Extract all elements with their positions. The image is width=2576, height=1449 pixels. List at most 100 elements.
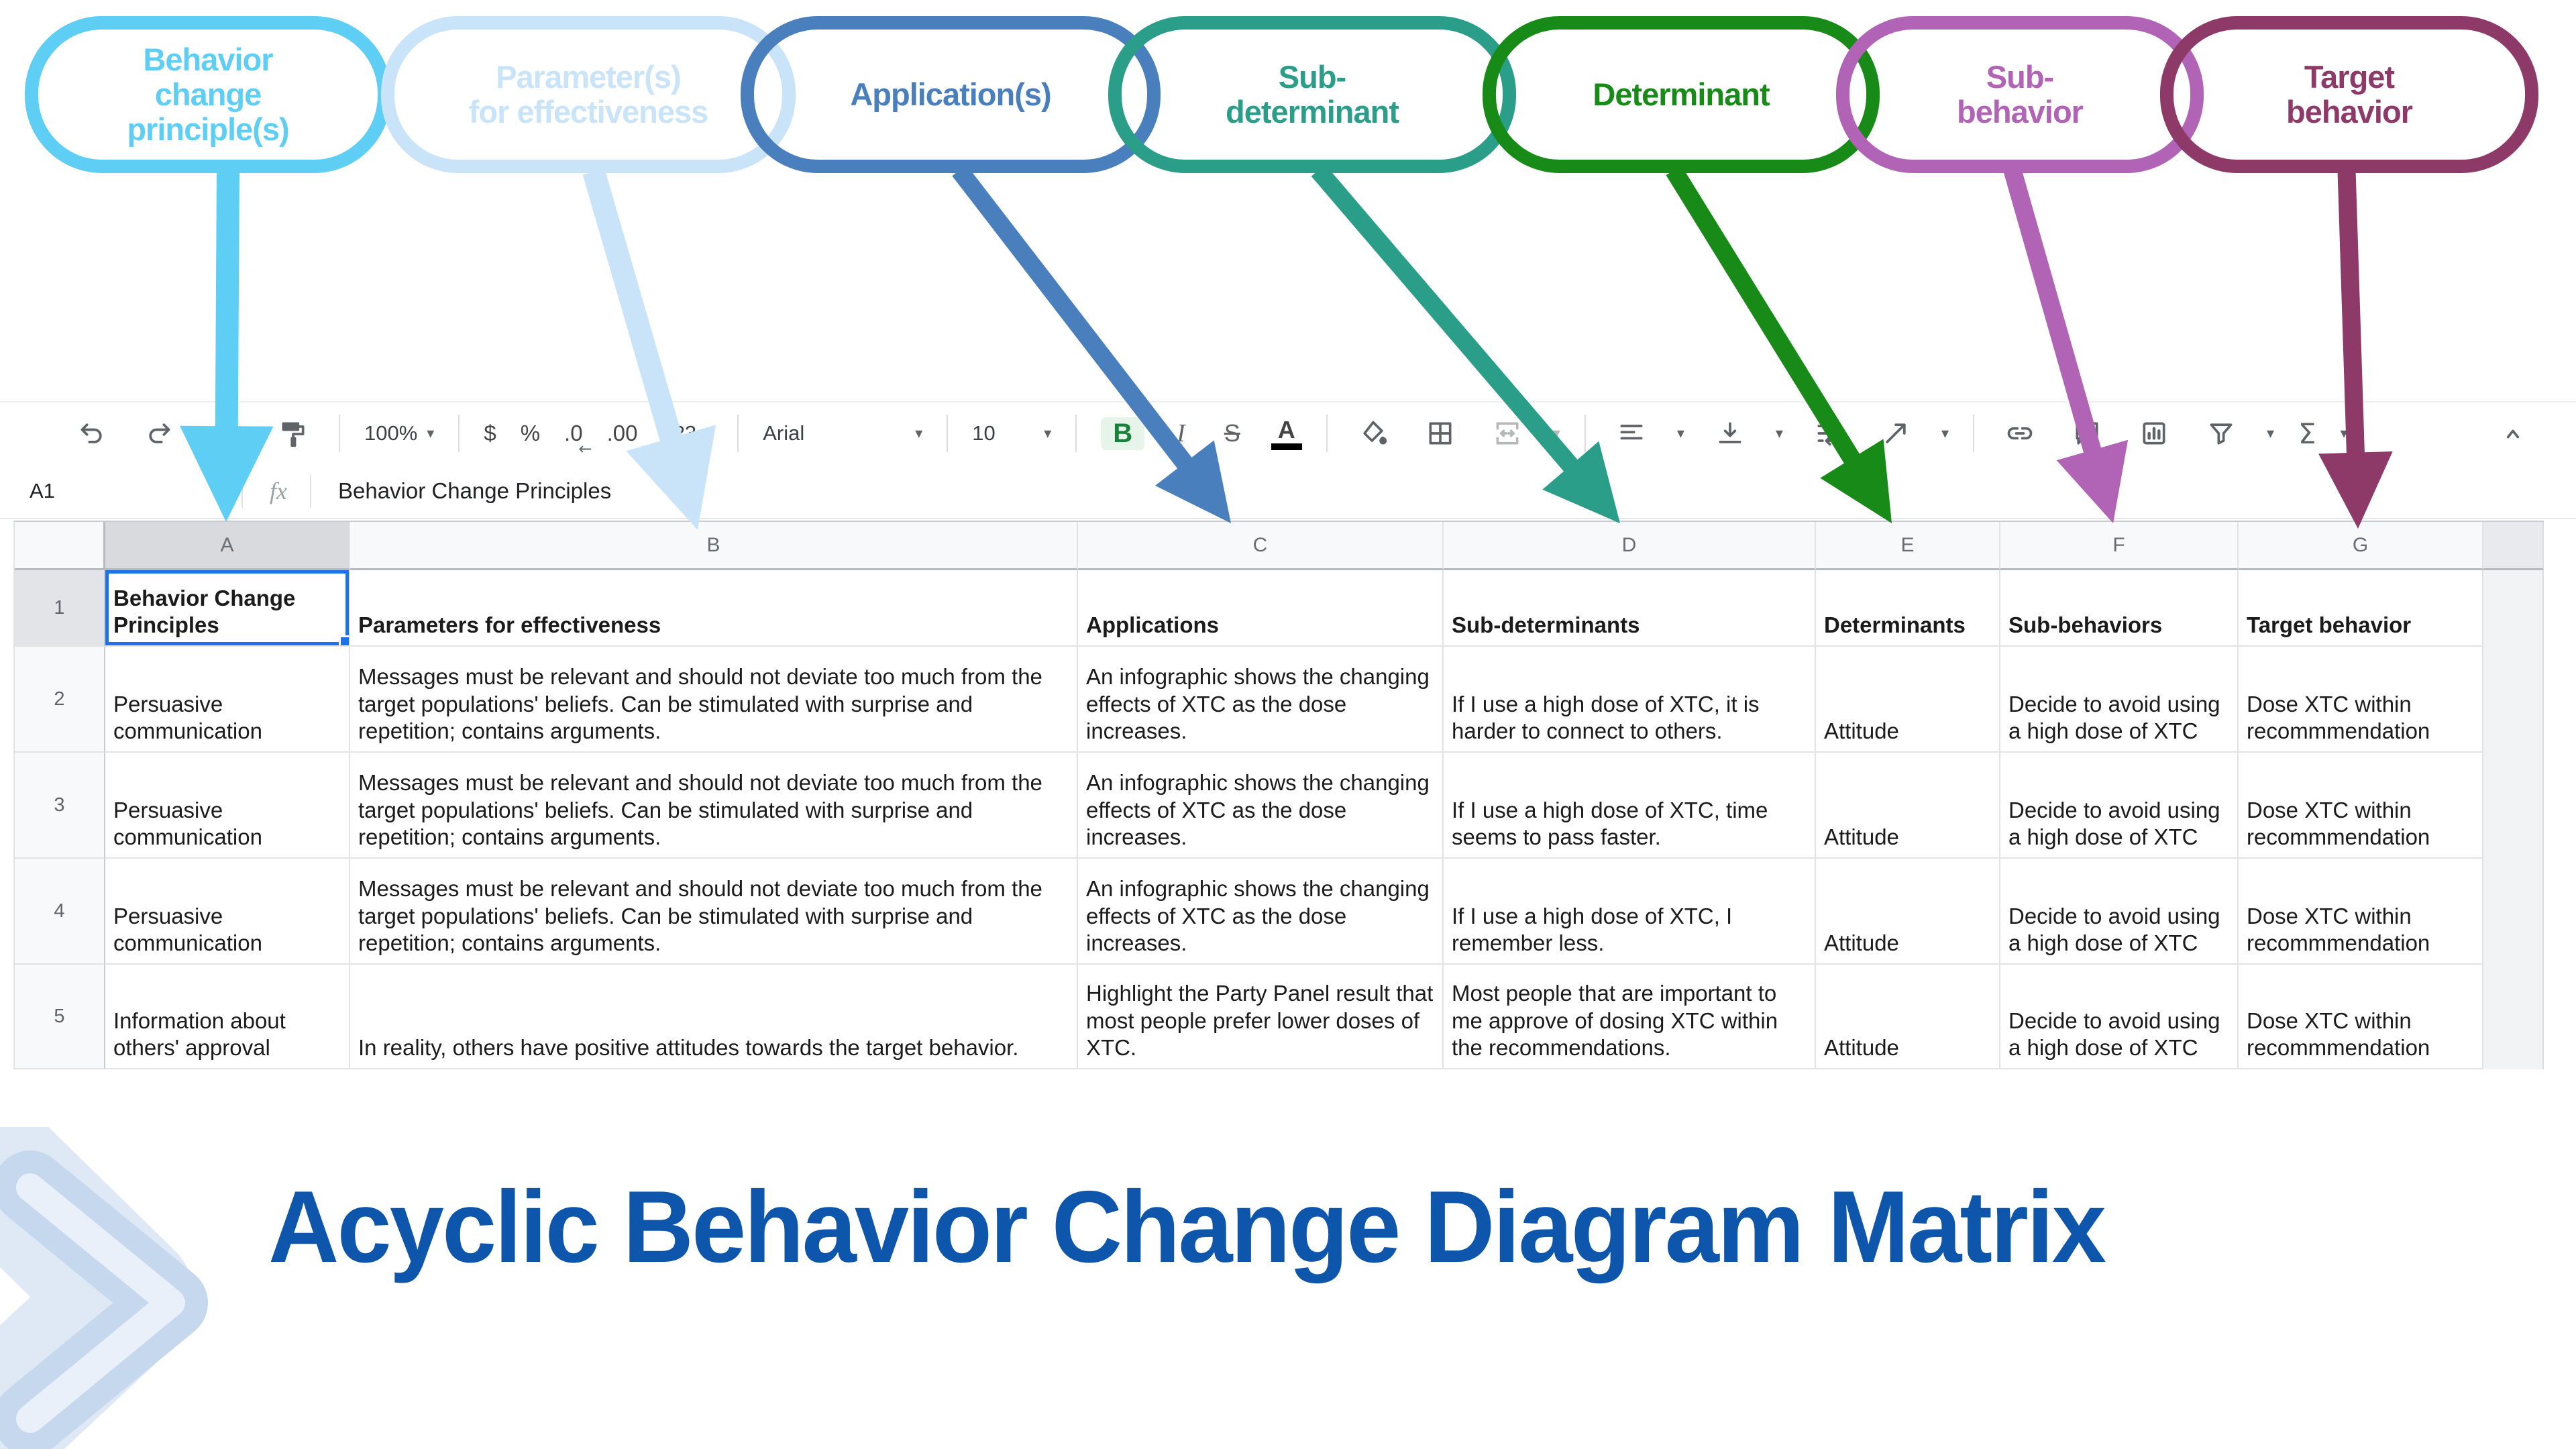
column-header-F[interactable]: F bbox=[2000, 522, 2239, 570]
collapse-toolbar-icon[interactable] bbox=[2491, 412, 2534, 455]
cell-C2[interactable]: An infographic shows the changing effect… bbox=[1078, 647, 1444, 753]
cell-F2[interactable]: Decide to avoid using a high dose of XTC bbox=[2000, 647, 2239, 753]
cell-D2[interactable]: If I use a high dose of XTC, it is harde… bbox=[1444, 647, 1816, 753]
italic-button[interactable]: I bbox=[1177, 419, 1185, 447]
cell-E5[interactable]: Attitude bbox=[1816, 965, 2000, 1069]
text-rotation-icon[interactable] bbox=[1874, 412, 1917, 455]
column-header-D[interactable]: D bbox=[1444, 522, 1816, 570]
undo-icon[interactable] bbox=[70, 412, 113, 455]
horizontal-align-icon[interactable] bbox=[1610, 412, 1653, 455]
increase-decimals-button[interactable]: .00→ bbox=[606, 421, 647, 458]
cell-text: Attitude bbox=[1824, 930, 1899, 955]
cell-E1[interactable]: Determinants bbox=[1816, 570, 2000, 647]
merge-cells-icon[interactable] bbox=[1486, 412, 1529, 455]
cell-F3[interactable]: Decide to avoid using a high dose of XTC bbox=[2000, 753, 2239, 859]
cell-G5[interactable]: Dose XTC within recommmendation bbox=[2239, 965, 2483, 1069]
column-header-C[interactable]: C bbox=[1078, 522, 1444, 570]
cell-B4[interactable]: Messages must be relevant and should not… bbox=[350, 859, 1078, 965]
cell-E2[interactable]: Attitude bbox=[1816, 647, 2000, 753]
chevron-down-icon[interactable]: ▾ bbox=[1552, 425, 1560, 442]
row-header-1[interactable]: 1 bbox=[15, 570, 105, 647]
select-all-corner[interactable] bbox=[15, 522, 105, 570]
cell-text: Behavior Change Principles bbox=[113, 585, 296, 637]
cell-D5[interactable]: Most people that are important to me app… bbox=[1444, 965, 1816, 1069]
cell-C4[interactable]: An infographic shows the changing effect… bbox=[1078, 859, 1444, 965]
format-currency-button[interactable]: $ bbox=[484, 421, 496, 445]
borders-icon[interactable] bbox=[1419, 412, 1462, 455]
paint-format-icon[interactable] bbox=[272, 412, 315, 455]
row-header-2[interactable]: 2 bbox=[15, 647, 105, 753]
cell-G2[interactable]: Dose XTC within recommmendation bbox=[2239, 647, 2483, 753]
cell-F1[interactable]: Sub-behaviors bbox=[2000, 570, 2239, 647]
chevron-down-icon: ▾ bbox=[706, 425, 714, 442]
bold-button[interactable]: B bbox=[1101, 417, 1145, 450]
create-filter-icon[interactable] bbox=[2200, 412, 2243, 455]
insert-comment-icon[interactable] bbox=[2065, 412, 2108, 455]
cell-D3[interactable]: If I use a high dose of XTC, time seems … bbox=[1444, 753, 1816, 859]
text-color-button[interactable]: A bbox=[1271, 417, 1302, 450]
cell-D1[interactable]: Sub-determinants bbox=[1444, 570, 1816, 647]
row-header-4[interactable]: 4 bbox=[15, 859, 105, 965]
cell-G4[interactable]: Dose XTC within recommmendation bbox=[2239, 859, 2483, 965]
formula-input[interactable]: Behavior Change Principles bbox=[337, 478, 612, 503]
cell-B1[interactable]: Parameters for effectiveness bbox=[350, 570, 1078, 647]
more-formats-button[interactable]: 123▾ bbox=[661, 421, 714, 445]
page-title: Acyclic Behavior Change Diagram Matrix bbox=[268, 1170, 2106, 1284]
column-header-E[interactable]: E bbox=[1816, 522, 2000, 570]
cell-G3[interactable]: Dose XTC within recommmendation bbox=[2239, 753, 2483, 859]
functions-button[interactable]: Σ bbox=[2298, 417, 2316, 450]
font-size-select[interactable]: 10▾ bbox=[972, 421, 1052, 445]
formula-bar: A1 ▾ fx Behavior Change Principles bbox=[0, 464, 2576, 519]
cell-A4[interactable]: Persuasive communication bbox=[105, 859, 350, 965]
cell-A5[interactable]: Information about others' approval bbox=[105, 965, 350, 1069]
row-header-3[interactable]: 3 bbox=[15, 753, 105, 859]
column-header-B[interactable]: B bbox=[350, 522, 1078, 570]
arrow-right-icon: → bbox=[633, 439, 647, 458]
pill-sub-determinant: Sub- determinant bbox=[1108, 16, 1516, 173]
cell-E4[interactable]: Attitude bbox=[1816, 859, 2000, 965]
chevron-down-icon: ▾ bbox=[2266, 425, 2275, 442]
cell-C3[interactable]: An infographic shows the changing effect… bbox=[1078, 753, 1444, 859]
vertical-align-icon[interactable] bbox=[1709, 412, 1752, 455]
cell-A1[interactable]: Behavior Change Principles bbox=[105, 570, 350, 647]
insert-link-icon[interactable] bbox=[1998, 412, 2041, 455]
cell-text: Sub-behaviors bbox=[2008, 612, 2163, 637]
zoom-select[interactable]: 100%▾ bbox=[364, 421, 435, 445]
cell-A2[interactable]: Persuasive communication bbox=[105, 647, 350, 753]
format-percent-button[interactable]: % bbox=[520, 421, 541, 445]
cell-text: Attitude bbox=[1824, 1034, 1899, 1060]
text-wrap-icon[interactable] bbox=[1807, 412, 1850, 455]
fx-icon: fx bbox=[270, 478, 287, 504]
strikethrough-button[interactable]: S bbox=[1224, 419, 1240, 447]
cell-B5[interactable]: In reality, others have positive attitud… bbox=[350, 965, 1078, 1069]
chevron-down-icon: ▾ bbox=[1775, 425, 1783, 442]
decrease-decimals-button[interactable]: .0← bbox=[564, 421, 592, 458]
cell-text: Target behavior bbox=[2247, 612, 2412, 637]
cell-D4[interactable]: If I use a high dose of XTC, I remember … bbox=[1444, 859, 1816, 965]
font-family-select[interactable]: Arial▾ bbox=[763, 421, 923, 445]
cell-C1[interactable]: Applications bbox=[1078, 570, 1444, 647]
cell-text: Decide to avoid using a high dose of XTC bbox=[2008, 797, 2220, 849]
cell-F4[interactable]: Decide to avoid using a high dose of XTC bbox=[2000, 859, 2239, 965]
column-header-A[interactable]: A bbox=[105, 522, 350, 570]
redo-icon[interactable] bbox=[138, 412, 180, 455]
formula-bar-divider bbox=[309, 474, 311, 508]
cell-text: Parameters for effectiveness bbox=[358, 612, 661, 637]
row-header-5[interactable]: 5 bbox=[15, 965, 105, 1069]
print-icon[interactable] bbox=[205, 412, 248, 455]
fill-color-icon[interactable] bbox=[1352, 412, 1395, 455]
cell-text: An infographic shows the changing effect… bbox=[1086, 876, 1430, 955]
name-box[interactable]: A1 ▾ bbox=[0, 479, 241, 503]
cell-B3[interactable]: Messages must be relevant and should not… bbox=[350, 753, 1078, 859]
insert-chart-icon[interactable] bbox=[2133, 412, 2176, 455]
cell-E3[interactable]: Attitude bbox=[1816, 753, 2000, 859]
cell-G1[interactable]: Target behavior bbox=[2239, 570, 2483, 647]
cell-B2[interactable]: Messages must be relevant and should not… bbox=[350, 647, 1078, 753]
cell-A3[interactable]: Persuasive communication bbox=[105, 753, 350, 859]
cell-text: In reality, others have positive attitud… bbox=[358, 1034, 1019, 1060]
cell-F5[interactable]: Decide to avoid using a high dose of XTC bbox=[2000, 965, 2239, 1069]
cell-text: Information about others' approval bbox=[113, 1008, 286, 1060]
pill-behavior-change-principles: Behavior change principle(s) bbox=[25, 16, 391, 173]
cell-C5[interactable]: Highlight the Party Panel result that mo… bbox=[1078, 965, 1444, 1069]
column-header-G[interactable]: G bbox=[2239, 522, 2483, 570]
